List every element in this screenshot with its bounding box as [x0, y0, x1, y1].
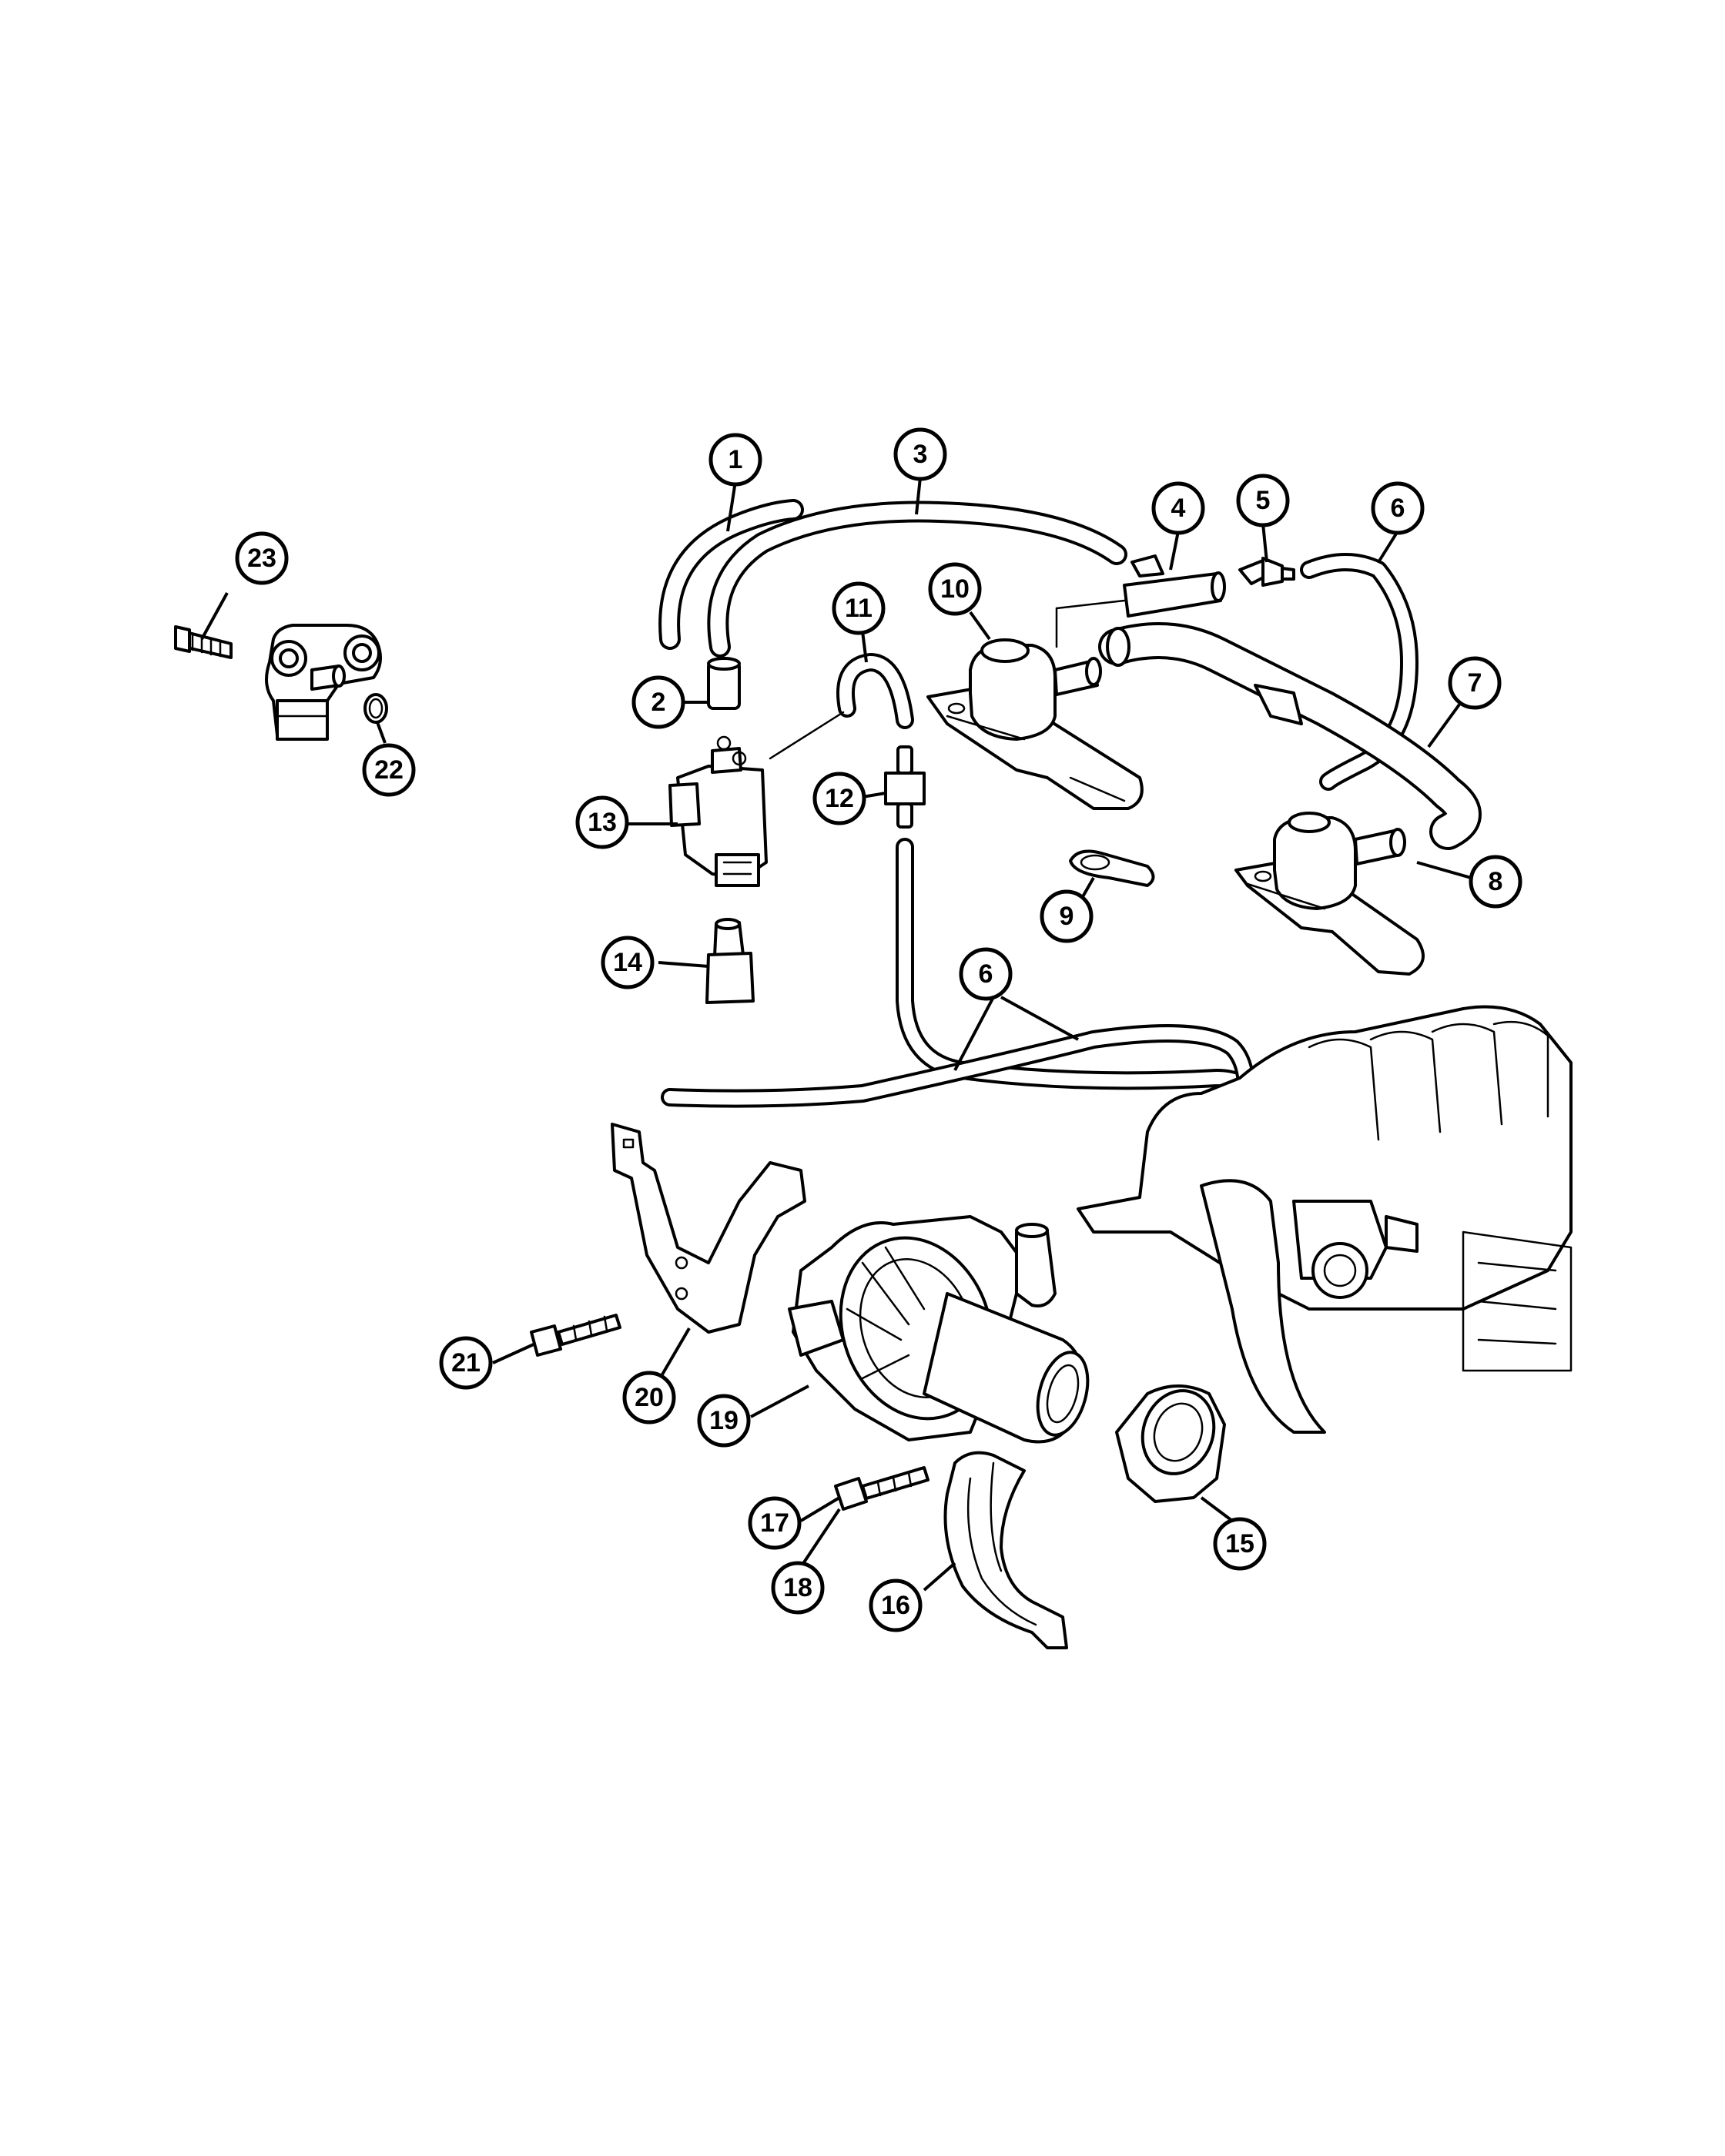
callout-3-label: 3: [913, 440, 928, 469]
callout-7: 7: [1448, 656, 1502, 710]
callout-17: 17: [748, 1496, 802, 1550]
callout-16: 16: [869, 1578, 923, 1632]
part-5-check-valve: [1238, 557, 1295, 587]
callout-20: 20: [622, 1371, 676, 1424]
callout-6-lower-label: 6: [979, 959, 993, 989]
callout-4-label: 4: [1171, 494, 1186, 523]
part-12-check-valve: [884, 745, 926, 829]
part-23-sensor-bolt: [174, 625, 233, 659]
callout-7-label: 7: [1468, 668, 1482, 698]
part-8-valve: [1234, 812, 1425, 976]
callout-9: 9: [1040, 889, 1094, 943]
intake-manifold: [1077, 1005, 1573, 1434]
callout-2-label: 2: [651, 688, 666, 717]
part-3-hose: [707, 500, 1127, 658]
callout-13: 13: [575, 795, 629, 849]
callout-20-label: 20: [635, 1383, 664, 1412]
callout-10: 10: [928, 562, 982, 616]
callout-3: 3: [893, 427, 947, 481]
callout-13-label: 13: [588, 808, 617, 837]
part-11-hose: [836, 653, 914, 729]
part-4-tee: [1123, 554, 1226, 618]
leader-lines: [200, 477, 1472, 1592]
callout-11-label: 11: [845, 594, 873, 623]
callout-10-label: 10: [940, 574, 970, 604]
part-20-bracket: [611, 1123, 806, 1334]
callout-6-lower: 6: [959, 947, 1013, 1001]
part-23-sensor-body: [265, 624, 382, 741]
callout-18: 18: [771, 1561, 825, 1615]
callout-19-label: 19: [709, 1406, 739, 1435]
callout-14: 14: [601, 936, 655, 989]
callout-11: 11: [832, 581, 886, 635]
callout-22-label: 22: [374, 755, 404, 785]
callout-9-label: 9: [1060, 902, 1074, 931]
callout-4: 4: [1151, 481, 1205, 535]
callout-16-label: 16: [881, 1591, 910, 1620]
callout-14-label: 14: [613, 948, 642, 977]
callout-8-label: 8: [1489, 867, 1503, 896]
callout-17-label: 17: [760, 1508, 789, 1538]
callout-18-label: 18: [783, 1573, 812, 1602]
part-13-solenoid: [668, 735, 768, 887]
callout-6-upper-label: 6: [1391, 494, 1405, 523]
part-21-bolt: [530, 1314, 621, 1357]
callout-12: 12: [812, 772, 866, 825]
callout-5: 5: [1236, 474, 1290, 527]
part-7-pipe: [1098, 622, 1482, 850]
callout-23-label: 23: [247, 544, 276, 573]
part-22-o-ring: [363, 693, 388, 724]
part-14-connector: [705, 918, 755, 1004]
callout-15: 15: [1213, 1517, 1267, 1571]
callout-2: 2: [631, 675, 685, 729]
callout-23: 23: [235, 531, 289, 585]
part-1-hose: [658, 499, 804, 650]
part-17-18-bolt: [834, 1466, 929, 1511]
callout-1-label: 1: [729, 445, 743, 474]
callout-22: 22: [362, 743, 416, 797]
callout-19: 19: [697, 1394, 751, 1448]
part-16-bracket: [943, 1451, 1068, 1649]
callout-5-label: 5: [1256, 486, 1271, 515]
part-15-clamp: [1115, 1384, 1226, 1503]
part-19-air-pump: [788, 1215, 1090, 1444]
callout-6-upper: 6: [1371, 481, 1425, 535]
part-2-connector: [707, 657, 741, 710]
part-6-hose-upper: [1300, 553, 1419, 791]
callout-8: 8: [1469, 855, 1522, 909]
callout-15-label: 15: [1225, 1529, 1254, 1558]
part-9-gasket: [1069, 849, 1155, 887]
callout-21: 21: [439, 1336, 493, 1390]
callout-21-label: 21: [451, 1348, 481, 1378]
part-10-valve: [926, 638, 1144, 810]
callout-1: 1: [708, 433, 762, 487]
callout-12-label: 12: [825, 784, 854, 813]
